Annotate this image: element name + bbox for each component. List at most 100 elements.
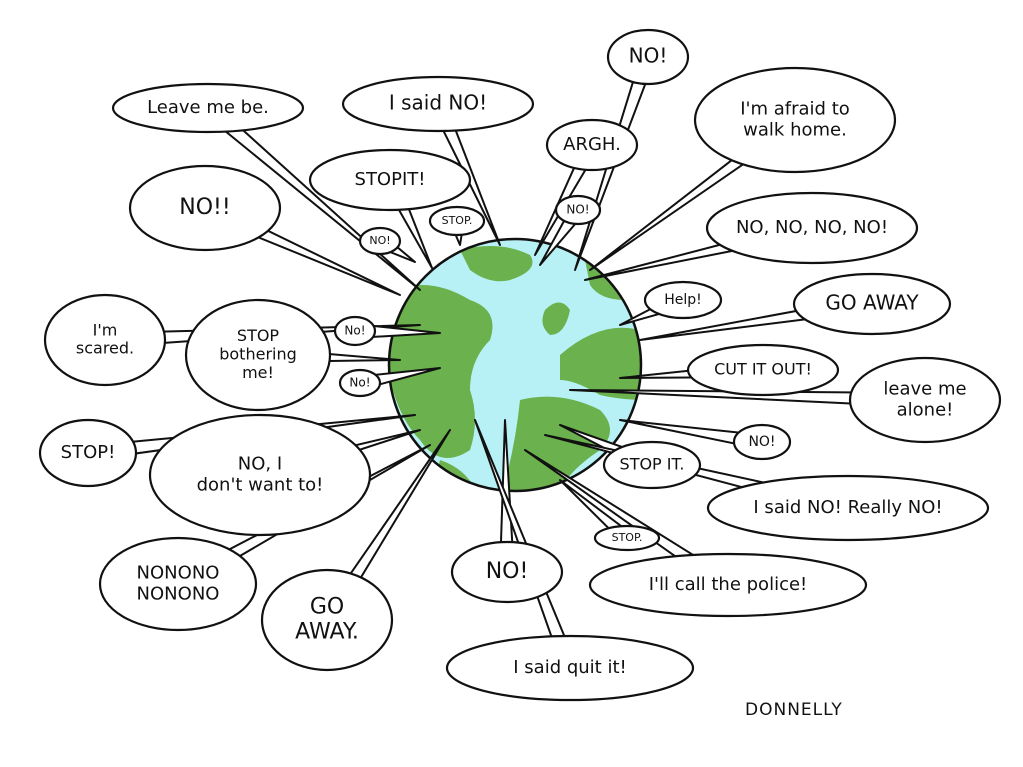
bubble-outline [643, 280, 723, 320]
bubble-text: Help! [664, 292, 702, 308]
speech-bubble: Leave me be. [111, 82, 305, 134]
bubble-text: I'm [93, 320, 118, 339]
bubble-text: No! [349, 376, 370, 390]
bubble-outline [111, 82, 305, 134]
speech-bubble: NO! [732, 423, 792, 461]
bubble-outline [260, 568, 394, 672]
bubble-outline [148, 413, 372, 537]
bubble-outline [184, 298, 332, 412]
speech-bubble: I'll call the police! [588, 552, 868, 618]
speech-bubble: NO! [606, 28, 690, 86]
bubble-outline [706, 474, 990, 542]
bubble-text: NO!! [179, 195, 230, 220]
speech-bubbles: Leave me be. I said NO! NO! ARGH. I'm afraid… [38, 28, 1002, 702]
bubble-outline [428, 205, 486, 237]
bubble-text: NO! [369, 234, 390, 247]
bubble-outline [705, 191, 919, 265]
bubble-text: CUT IT OUT! [714, 360, 812, 379]
speech-bubble: NO! [358, 226, 402, 256]
speech-bubble: NO! [450, 540, 564, 604]
bubble-text: NO! [486, 559, 529, 584]
bubble-text: scared. [76, 339, 134, 358]
bubble-text: don't want to! [197, 474, 324, 495]
bubble-outline [358, 226, 402, 256]
bubble-text: NO, I [238, 454, 282, 475]
bubble-outline [98, 536, 258, 632]
bubble-text: I said quit it! [513, 657, 626, 678]
bubble-text: No! [344, 324, 365, 338]
bubble-outline [43, 293, 167, 387]
speech-bubble: CUT IT OUT! [686, 343, 840, 397]
bubble-text: NO! [629, 44, 668, 68]
bubble-text: Leave me be. [147, 97, 269, 118]
bubble-text: STOP. [442, 214, 473, 227]
bubble-outline [341, 75, 535, 133]
bubble-outline [792, 272, 952, 336]
bubble-outline [693, 66, 897, 174]
bubble-text: STOP. [612, 531, 643, 544]
bubble-outline [308, 148, 472, 212]
speech-bubble: NO, NO, NO, NO! [705, 191, 919, 265]
bubble-text: STOP [237, 326, 280, 345]
bubble-outline [338, 368, 382, 398]
bubble-text: GO [310, 594, 344, 619]
bubble-outline [686, 343, 840, 397]
bubble-text: me! [242, 363, 274, 382]
bubble-text: I said NO! [389, 91, 487, 115]
bubble-outline [593, 524, 661, 552]
bubble-outline [333, 315, 377, 347]
bubble-text: STOP IT. [620, 455, 685, 474]
bubble-outline [588, 552, 868, 618]
bubble-text: I said NO! Really NO! [753, 497, 942, 518]
bubble-outline [732, 423, 792, 461]
speech-bubble: NO!! [128, 164, 282, 252]
bubble-outline [545, 118, 639, 172]
speech-bubble: No! [333, 315, 377, 347]
bubble-text: walk home. [743, 119, 847, 140]
bubble-text: NONONO [137, 583, 220, 604]
bubble-text: STOP! [61, 442, 116, 463]
bubble-text: ARGH. [563, 134, 621, 155]
bubble-text: alone! [897, 399, 954, 420]
speech-bubble: GO AWAY [792, 272, 952, 336]
bubble-outline [128, 164, 282, 252]
speech-bubble: I said NO! [341, 75, 535, 133]
bubble-text: I'm afraid to [740, 99, 850, 120]
speech-bubble: NO! [554, 194, 602, 226]
bubble-text: leave me [883, 379, 966, 400]
artist-signature: DONNELLY [745, 700, 843, 720]
bubble-outline [606, 28, 690, 86]
speech-bubble: STOP IT. [602, 440, 702, 490]
bubble-text: AWAY. [295, 620, 359, 645]
bubble-outline [450, 540, 564, 604]
bubble-outline [445, 634, 695, 702]
speech-bubble: STOPIT! [308, 148, 472, 212]
speech-bubble: STOP. [428, 205, 486, 237]
speech-bubble: ARGH. [545, 118, 639, 172]
bubble-text: NO! [748, 434, 775, 450]
bubble-text: STOPIT! [355, 169, 426, 190]
bubble-outline [554, 194, 602, 226]
bubble-text: NO! [566, 203, 589, 217]
bubble-text: NO, NO, NO, NO! [736, 217, 888, 238]
bubble-text: NONONO [137, 563, 220, 584]
bubble-text: bothering [219, 345, 297, 364]
speech-bubble: No! [338, 368, 382, 398]
speech-bubble: Help! [643, 280, 723, 320]
speech-bubble: I said NO! Really NO! [706, 474, 990, 542]
bubble-outline [602, 440, 702, 490]
speech-bubble: STOP. [593, 524, 661, 552]
bubble-text: I'll call the police! [649, 574, 808, 595]
bubble-outline [38, 418, 138, 488]
speech-bubble: I said quit it! [445, 634, 695, 702]
bubble-outline [848, 356, 1002, 444]
speech-bubble: STOP! [38, 418, 138, 488]
